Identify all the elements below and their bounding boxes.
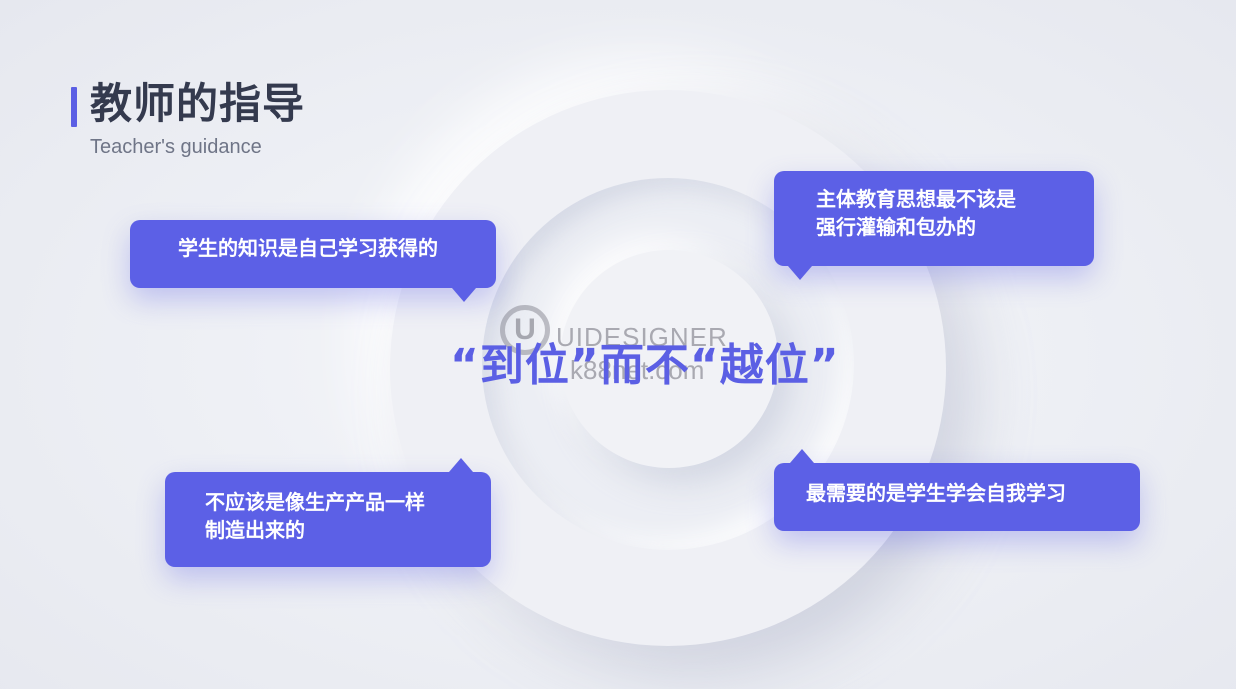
page-subtitle: Teacher's guidance xyxy=(90,136,262,158)
bubble-tail xyxy=(788,266,812,280)
speech-bubble-top-right: 主体教育思想最不该是 强行灌输和包办的 xyxy=(774,171,1094,280)
bubble-tail xyxy=(452,288,476,302)
bubble-text: 最需要的是学生学会自我学习 xyxy=(806,481,1066,505)
title-accent-bar xyxy=(71,87,77,127)
bubble-tail xyxy=(790,449,814,463)
page-title: 教师的指导 xyxy=(90,79,306,128)
bubble-text: 主体教育思想最不该是 xyxy=(816,187,1016,211)
speech-bubble-top-left: 学生的知识是自己学习获得的 xyxy=(130,220,496,302)
speech-bubble-bottom-left: 不应该是像生产产品一样 制造出来的 xyxy=(165,458,491,567)
bubble-text: 学生的知识是自己学习获得的 xyxy=(178,236,438,260)
watermark-logo: U xyxy=(500,305,550,355)
watermark-text: UIDESIGNER xyxy=(556,322,728,352)
bubble-text: 制造出来的 xyxy=(205,518,305,542)
bubble-text: 强行灌输和包办的 xyxy=(816,215,976,239)
watermark-url: k88net.com xyxy=(570,355,705,385)
inner-ring xyxy=(560,250,778,468)
bubble-text: 不应该是像生产产品一样 xyxy=(205,490,425,514)
bubble-tail xyxy=(449,458,473,472)
center-slogan: “到位”而不“越位” xyxy=(450,340,840,391)
speech-bubble-bottom-right: 最需要的是学生学会自我学习 xyxy=(774,449,1140,531)
